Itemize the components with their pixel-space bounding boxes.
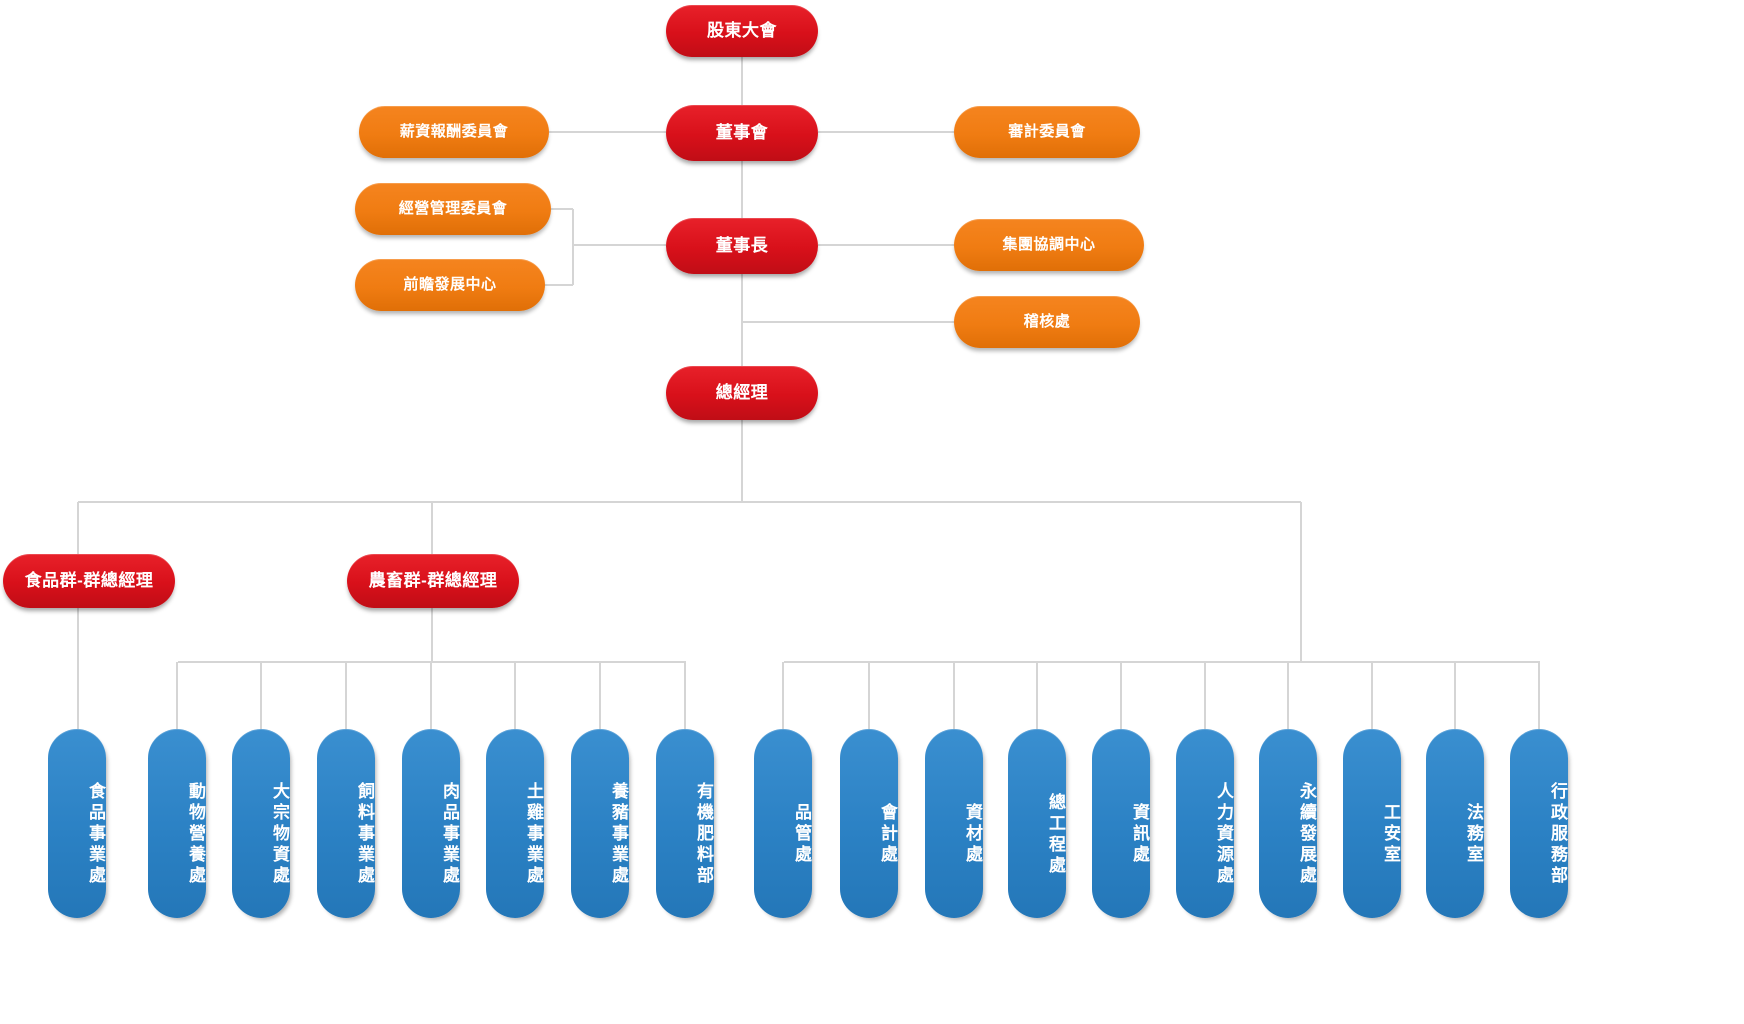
dept-node-organic-fertilizer-dept[interactable]: 有機肥料部 xyxy=(656,729,714,918)
dept-node-native-chicken-div[interactable]: 土雞事業處 xyxy=(486,729,544,918)
dept-node-legal-office[interactable]: 法務室 xyxy=(1426,729,1484,918)
dept-node-hog-business-div[interactable]: 養豬事業處 xyxy=(571,729,629,918)
org-node-foresight-center[interactable]: 前瞻發展中心 xyxy=(355,259,545,311)
org-node-board[interactable]: 董事會 xyxy=(666,105,818,161)
dept-node-animal-nutrition-div[interactable]: 動物營養處 xyxy=(148,729,206,918)
org-node-management-committee[interactable]: 經營管理委員會 xyxy=(355,183,551,235)
org-node-president[interactable]: 總經理 xyxy=(666,366,818,420)
org-node-chairman[interactable]: 董事長 xyxy=(666,218,818,274)
dept-node-materials-div[interactable]: 資材處 xyxy=(925,729,983,918)
org-node-food-group-gm[interactable]: 食品群-群總經理 xyxy=(3,554,175,608)
dept-node-information-div[interactable]: 資訊處 xyxy=(1092,729,1150,918)
dept-node-chief-engineering-div[interactable]: 總工程處 xyxy=(1008,729,1066,918)
org-node-shareholders[interactable]: 股東大會 xyxy=(666,5,818,57)
org-node-livestock-group-gm[interactable]: 農畜群-群總經理 xyxy=(347,554,519,608)
dept-node-safety-office[interactable]: 工安室 xyxy=(1343,729,1401,918)
dept-node-human-resources-div[interactable]: 人力資源處 xyxy=(1176,729,1234,918)
org-node-group-coordination[interactable]: 集團協調中心 xyxy=(954,219,1144,271)
org-node-compensation-committee[interactable]: 薪資報酬委員會 xyxy=(359,106,549,158)
org-node-audit-committee[interactable]: 審計委員會 xyxy=(954,106,1140,158)
org-node-audit-office[interactable]: 稽核處 xyxy=(954,296,1140,348)
dept-node-feed-business-div[interactable]: 飼料事業處 xyxy=(317,729,375,918)
dept-node-admin-service-dept[interactable]: 行政服務部 xyxy=(1510,729,1568,918)
dept-node-accounting-div[interactable]: 會計處 xyxy=(840,729,898,918)
dept-node-quality-control-div[interactable]: 品管處 xyxy=(754,729,812,918)
dept-node-sustainability-div[interactable]: 永續發展處 xyxy=(1259,729,1317,918)
dept-node-food-business-div[interactable]: 食品事業處 xyxy=(48,729,106,918)
dept-node-bulk-materials-div[interactable]: 大宗物資處 xyxy=(232,729,290,918)
dept-node-meat-business-div[interactable]: 肉品事業處 xyxy=(402,729,460,918)
